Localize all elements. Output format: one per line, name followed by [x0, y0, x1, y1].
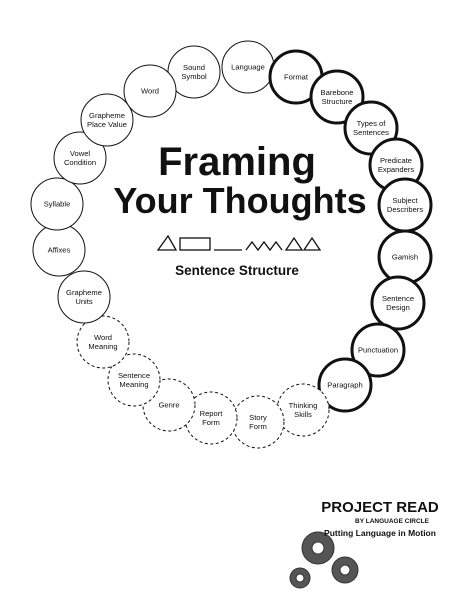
sentence-structure-icon: [156, 234, 322, 252]
gear-label: Subject: [392, 196, 418, 205]
gear-label: Grapheme: [66, 288, 102, 297]
gear-paragraph: Paragraph: [317, 357, 373, 413]
gear-circle: [350, 322, 406, 378]
gear-label: Gamish: [392, 253, 418, 262]
gear-label: Expanders: [378, 165, 415, 174]
gear-label: Meaning: [119, 380, 148, 389]
gear-label: Genre: [158, 401, 179, 410]
gear-circle: [231, 395, 285, 449]
gear-label: Sentence: [118, 371, 150, 380]
gear-label: Grapheme: [89, 111, 125, 120]
gear-label: Design: [386, 303, 410, 312]
gear-label: Sound: [183, 63, 205, 72]
gear-gamish: Gamish: [377, 229, 433, 285]
gear-circle: [76, 315, 130, 369]
gear-punctuation: Punctuation: [350, 322, 406, 378]
gear-circle: [57, 270, 111, 324]
gear-label: Syllable: [44, 200, 71, 209]
gear-label: Barebone: [321, 88, 354, 97]
gear-label: Form: [202, 418, 220, 427]
gear-label: Report: [200, 409, 224, 418]
gear-label: Punctuation: [358, 346, 398, 355]
gear-label: Structure: [322, 97, 353, 106]
gear-label: Skills: [294, 410, 312, 419]
gear-label: Form: [249, 422, 267, 431]
gear-label: Affixes: [48, 246, 71, 255]
gear-label: Types of: [357, 119, 387, 128]
gear-label: Sentences: [353, 128, 389, 137]
gear-circle: [370, 275, 426, 331]
gear-circle: [53, 131, 107, 185]
gears-layer: SoundSymbolLanguageFormatBareboneStructu…: [30, 40, 433, 449]
gear-label: Language: [231, 63, 265, 72]
logo-gears-icon: [289, 531, 359, 589]
gear-label: Vowel: [70, 149, 91, 158]
gear-circle: [30, 177, 84, 231]
logo-tagline: Putting Language in Motion: [324, 528, 436, 538]
gear-label: Predicate: [380, 156, 412, 165]
gear-language: Language: [221, 40, 275, 94]
gear-circle: [184, 391, 238, 445]
gear-word: Word: [123, 64, 177, 118]
gear-label: Story: [249, 413, 267, 422]
title-line-2: Your Thoughts: [113, 180, 366, 221]
logo-by: BY LANGUAGE CIRCLE: [355, 518, 430, 525]
title-line-1: Framing: [158, 140, 316, 184]
gear-label: Word: [141, 87, 159, 96]
gear-label: Paragraph: [327, 381, 362, 390]
subtitle: Sentence Structure: [175, 263, 299, 278]
gear-label: Condition: [64, 158, 96, 167]
gear-label: Word: [94, 333, 112, 342]
gear-circle: [309, 69, 365, 125]
project-read-logo: PROJECT READ BY LANGUAGE CIRCLE Putting …: [289, 499, 439, 589]
gear-circle: [80, 93, 134, 147]
gear-circle: [123, 64, 177, 118]
gear-circle: [317, 357, 373, 413]
gear-label: Sentence: [382, 294, 414, 303]
gear-circle: [276, 383, 330, 437]
gear-syllable: Syllable: [30, 177, 84, 231]
gear-label: Meaning: [88, 342, 117, 351]
gear-label: Place Value: [87, 120, 127, 129]
gear-label: Format: [284, 73, 309, 82]
gear-label: Units: [75, 297, 93, 306]
gear-affixes: Affixes: [32, 223, 86, 277]
gear-label: Describers: [387, 205, 423, 214]
gear-label: Symbol: [181, 72, 207, 81]
logo-name: PROJECT READ: [321, 499, 439, 516]
gear-circle: [107, 353, 161, 407]
gear-label: Thinking: [289, 401, 318, 410]
